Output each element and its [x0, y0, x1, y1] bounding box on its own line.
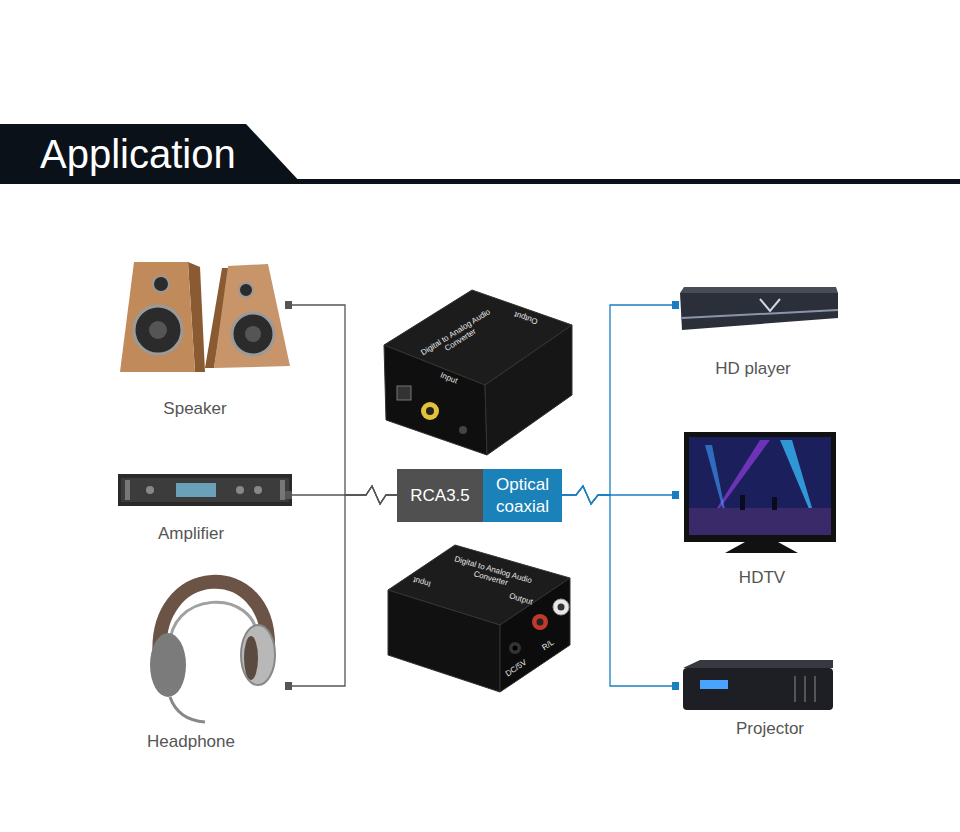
wire-end: [672, 491, 679, 499]
device-node: HD player: [672, 285, 840, 383]
panel-text: DC/5V: [501, 656, 531, 680]
amplifier-knob: [236, 486, 244, 494]
player-stripe: [682, 310, 838, 318]
speaker-woofer: [232, 313, 274, 355]
coax-port: [421, 402, 439, 420]
amplifier-display: [176, 483, 216, 497]
converter-front: [384, 345, 487, 455]
player-top: [680, 287, 838, 293]
projector-vent: [814, 676, 816, 702]
headphone-cushion: [244, 636, 258, 680]
rca-port-hole: [537, 619, 544, 626]
connector-box: RCA3.5: [397, 469, 483, 522]
amplifier-case: [118, 474, 292, 506]
device-node: Projector: [672, 655, 840, 745]
panel-text: R/L: [537, 636, 559, 655]
signal-wire: [292, 486, 397, 686]
player-body: [680, 293, 838, 330]
connector-label: Optical coaxial: [489, 474, 556, 518]
device-node: Amplifier: [115, 465, 292, 545]
speaker-cone: [245, 326, 261, 342]
wire-end: [285, 301, 292, 309]
signal-wire: [562, 486, 672, 504]
player-emblem: [760, 299, 780, 311]
panel-text: Output: [503, 590, 538, 608]
page-title: Application: [40, 128, 236, 180]
speaker-tweeter: [153, 276, 169, 292]
device-node: Headphone: [115, 575, 292, 757]
tv-figure: [772, 497, 777, 510]
device-label: Amplifier: [158, 524, 224, 544]
device-label: HDTV: [739, 568, 785, 588]
optical-port: [397, 386, 411, 400]
converter-side: [485, 325, 572, 455]
wire-end: [285, 491, 292, 499]
rca-port-hole: [558, 604, 565, 611]
tv-stage: [689, 508, 831, 535]
dc-jack-hole: [513, 646, 518, 651]
rca-port-white: [553, 599, 569, 615]
signal-wire: [562, 305, 672, 504]
panel-text: Digital to Analog Audio Converter: [450, 554, 534, 594]
connector-label: RCA3.5: [410, 485, 470, 507]
device-label: HD player: [715, 359, 791, 379]
tv-frame: [684, 432, 836, 542]
amplifier-knob: [254, 486, 262, 494]
panel-text: Output: [508, 308, 543, 328]
speaker-cabinet: [214, 264, 290, 368]
wire-end: [285, 682, 292, 690]
rca-port-red: [532, 614, 548, 630]
headphone-cup: [241, 625, 275, 685]
tv-screen: [689, 437, 831, 535]
amplifier-panel: [121, 478, 289, 502]
tv-figure: [740, 495, 745, 510]
converter-front: [500, 578, 570, 692]
speaker-cabinet: [120, 262, 195, 372]
panel-text: Input: [435, 369, 462, 387]
device-label: Speaker: [163, 399, 226, 419]
wire-end: [672, 301, 679, 309]
device-label: Projector: [736, 719, 804, 739]
signal-wire: [292, 305, 397, 504]
speaker-tweeter: [239, 283, 253, 297]
projector-vent: [794, 676, 796, 702]
title-rule: [255, 179, 960, 184]
amplifier-handle: [280, 480, 285, 500]
panel-text: Digital to Analog Audio Converter: [418, 307, 497, 366]
coax-port-hole: [426, 407, 434, 415]
projector-body: [683, 668, 833, 710]
speaker-cone: [149, 321, 167, 339]
device-node: HDTV: [672, 425, 840, 593]
panel-text: Input: [408, 574, 435, 590]
device-label: Headphone: [147, 732, 235, 752]
headphone-cable: [170, 697, 205, 722]
wire-end: [672, 682, 679, 690]
dc-jack: [509, 642, 521, 654]
headphone-cup: [150, 633, 186, 697]
amplifier-handle: [125, 480, 130, 500]
projector-display: [700, 680, 728, 689]
connector-box: Optical coaxial: [483, 469, 562, 522]
power-jack: [459, 426, 467, 434]
title-band: [0, 124, 302, 184]
device-node: Speaker: [115, 255, 292, 425]
amplifier-knob: [146, 486, 154, 494]
converter-side: [388, 590, 500, 692]
projector-vent: [804, 676, 806, 702]
projector-top: [683, 660, 833, 668]
signal-wire: [562, 486, 672, 686]
speaker-woofer: [134, 306, 182, 354]
tv-stand: [725, 542, 798, 553]
